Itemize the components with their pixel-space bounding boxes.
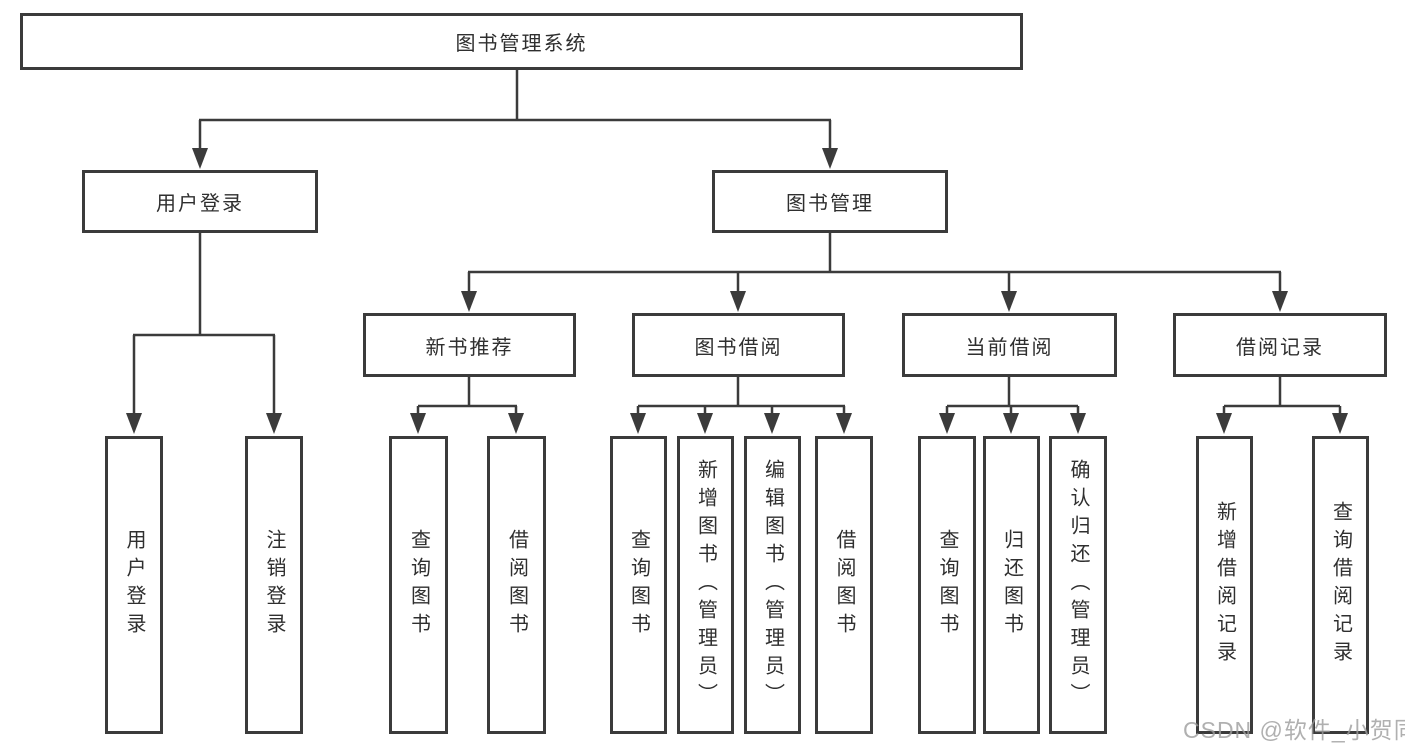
leaf-add-books-admin: 新增图书（管理员） xyxy=(677,436,734,734)
leaf-user-login: 用户登录 xyxy=(105,436,163,734)
leaf-query-borrow-record: 查询借阅记录 xyxy=(1312,436,1369,734)
leaf-query-books-recommend: 查询图书 xyxy=(389,436,448,734)
node-book-borrow: 图书借阅 xyxy=(632,313,845,377)
leaf-return-books: 归还图书 xyxy=(983,436,1040,734)
node-new-book-recommend: 新书推荐 xyxy=(363,313,576,377)
leaf-query-books-current: 查询图书 xyxy=(918,436,976,734)
csdn-watermark: CSDN @软件_小贺同学 xyxy=(1183,717,1405,743)
leaf-edit-books-admin: 编辑图书（管理员） xyxy=(744,436,801,734)
node-book-management: 图书管理 xyxy=(712,170,948,233)
leaf-query-books-borrow: 查询图书 xyxy=(610,436,667,734)
leaf-borrow-books-recommend: 借阅图书 xyxy=(487,436,546,734)
node-borrow-records: 借阅记录 xyxy=(1173,313,1387,377)
leaf-add-borrow-record: 新增借阅记录 xyxy=(1196,436,1253,734)
leaf-confirm-return-admin: 确认归还（管理员） xyxy=(1049,436,1107,734)
leaf-borrow-books: 借阅图书 xyxy=(815,436,873,734)
node-current-borrow: 当前借阅 xyxy=(902,313,1117,377)
leaf-logout: 注销登录 xyxy=(245,436,303,734)
node-user-login: 用户登录 xyxy=(82,170,318,233)
node-library-management-system: 图书管理系统 xyxy=(20,13,1023,70)
